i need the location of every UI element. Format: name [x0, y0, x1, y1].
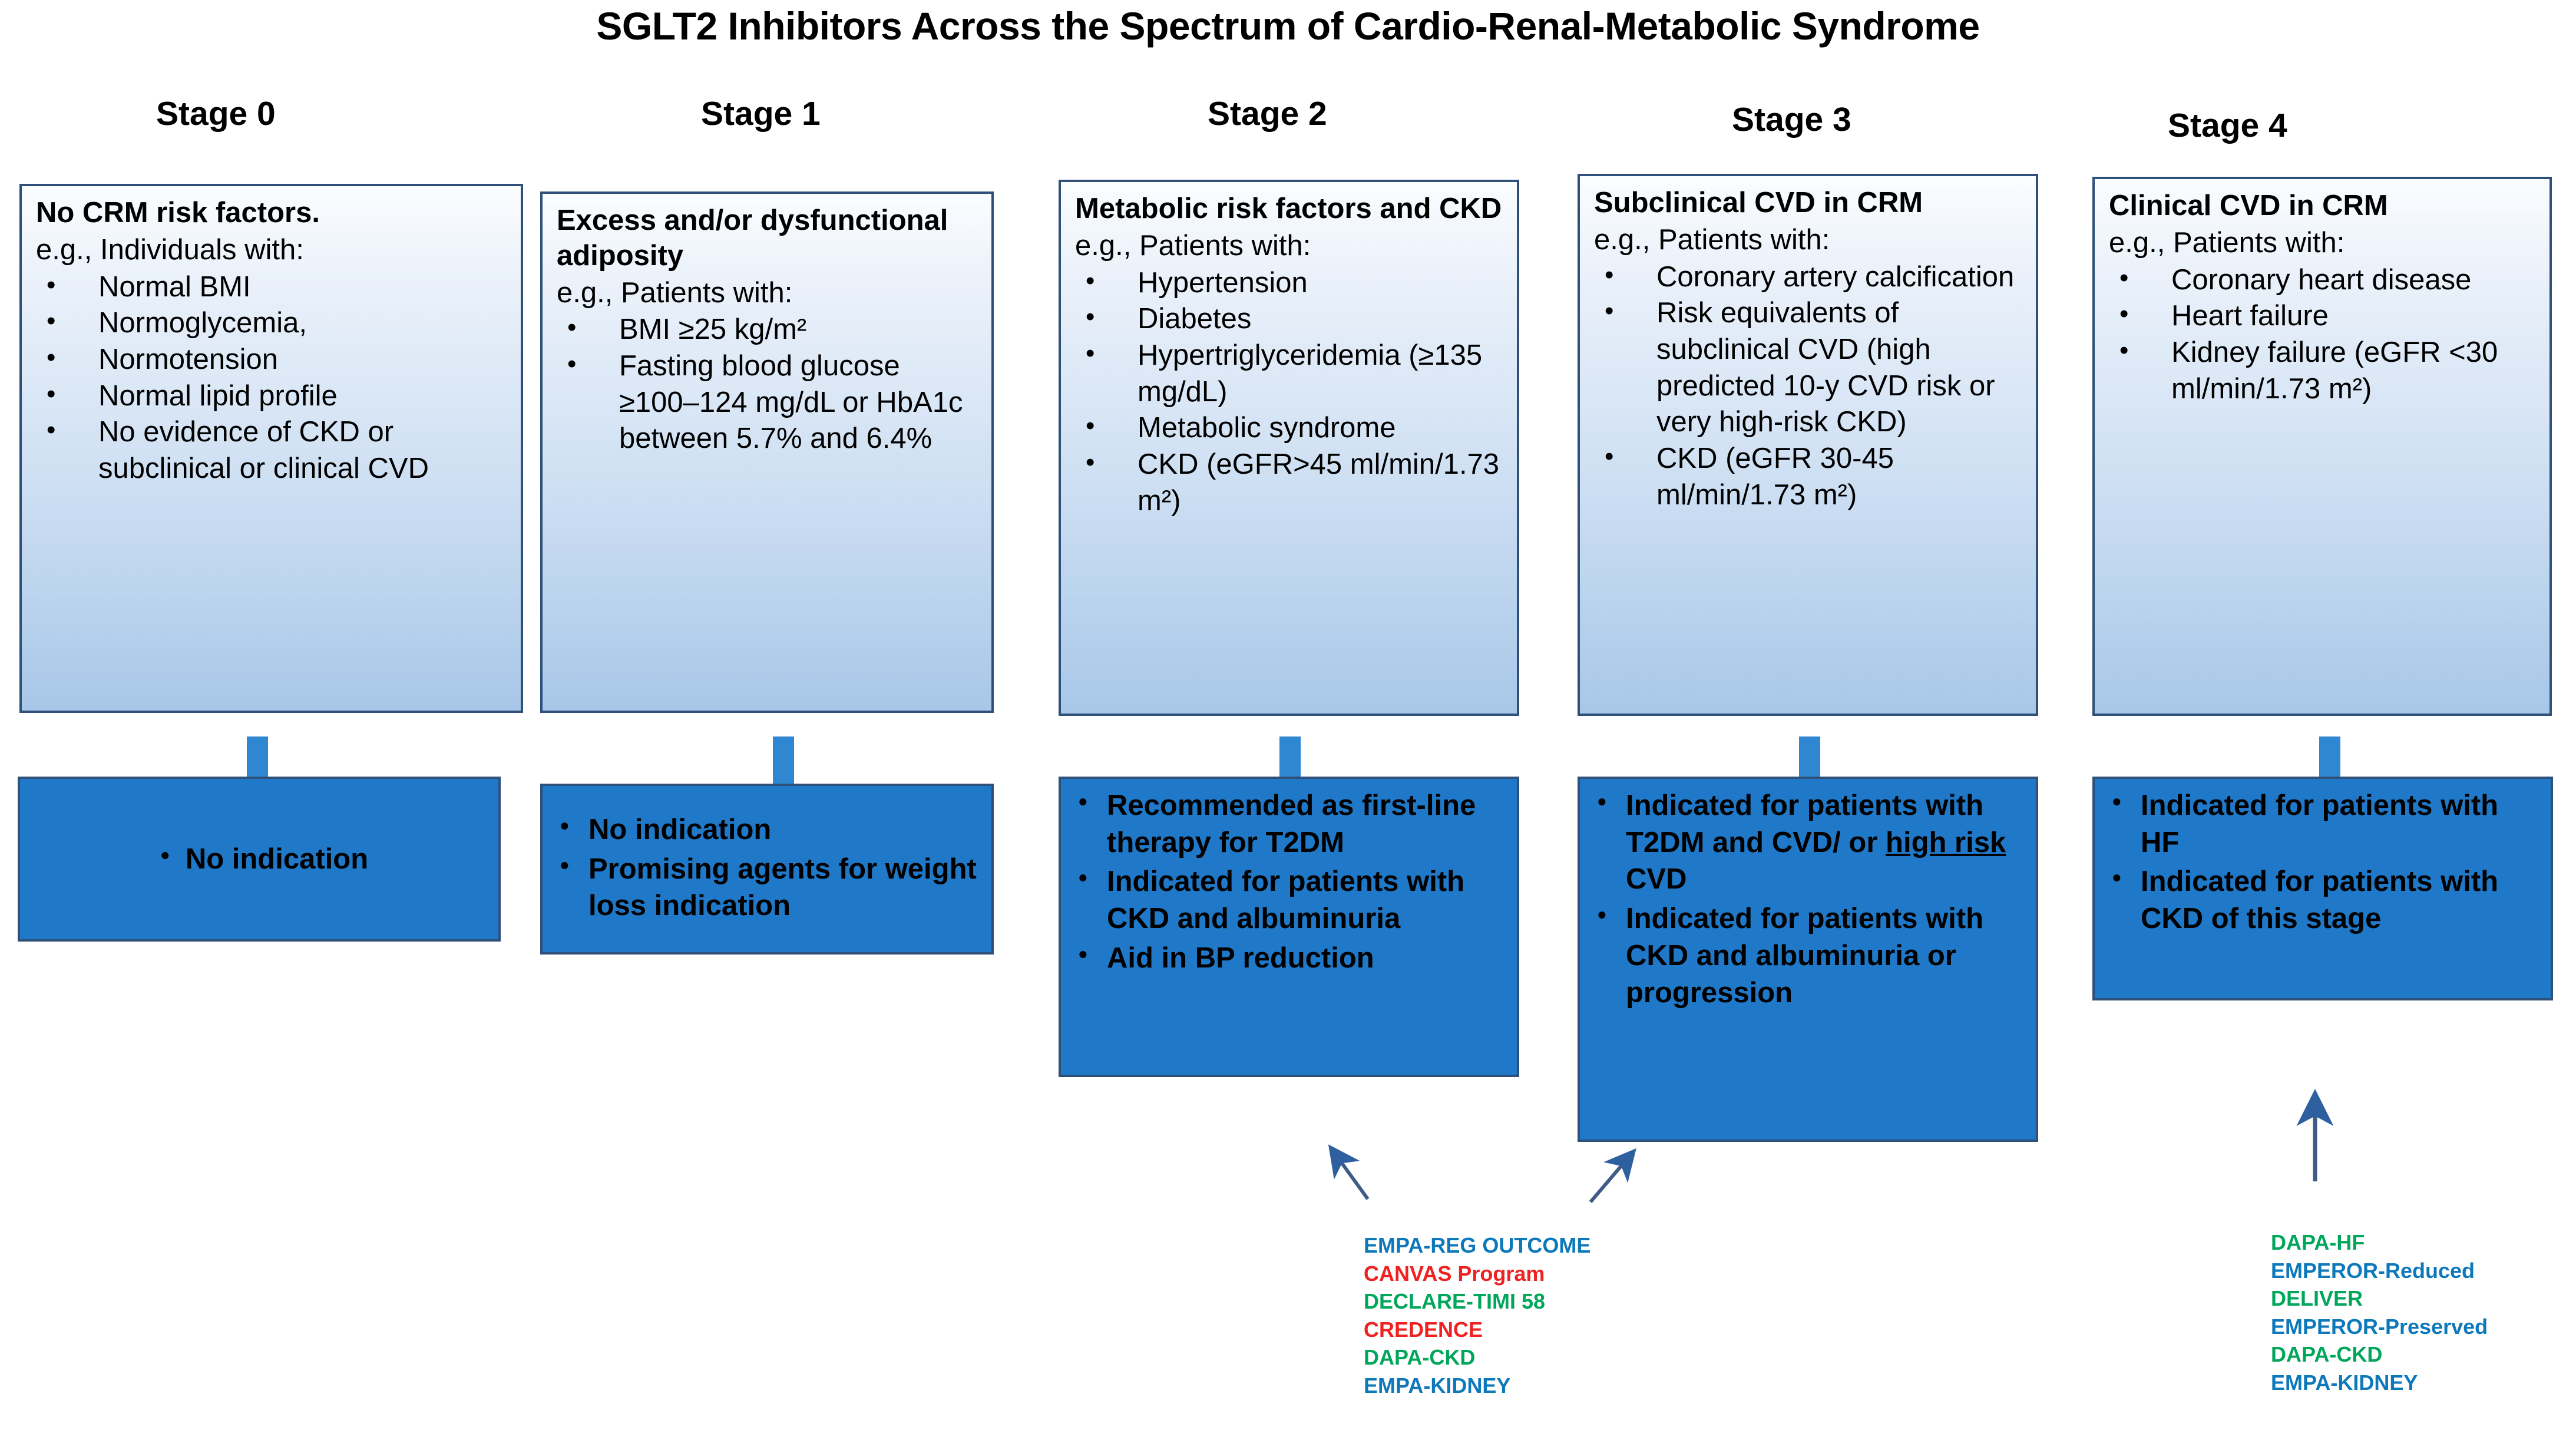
- list-item: Normal lipid profile: [36, 377, 509, 415]
- trial-label: EMPA-REG OUTCOME: [1364, 1233, 1591, 1257]
- trial-list-middle: EMPA-REG OUTCOME CANVAS Program DECLARE-…: [1364, 1231, 1590, 1399]
- trial-label: DECLARE-TIMI 58: [1364, 1289, 1546, 1314]
- criteria-box-stage-0: No CRM risk factors. e.g., Individuals w…: [19, 184, 523, 713]
- page-title: SGLT2 Inhibitors Across the Spectrum of …: [596, 4, 1980, 48]
- indication-list-2: Recommended as first-line therapy for T2…: [1070, 785, 1510, 979]
- list-item: Indicated for patients with HF: [2104, 785, 2544, 861]
- indication-text-prefix: Indicated for patients with T2DM and CVD…: [1626, 790, 2006, 896]
- trial-label: EMPA-KIDNEY: [1364, 1373, 1511, 1398]
- indication-list-3: Indicated for patients with T2DM and CVD…: [1589, 785, 2029, 1013]
- list-item: Indicated for patients with CKD of this …: [2104, 861, 2544, 937]
- list-item: Coronary heart disease: [2109, 261, 2538, 299]
- indication-box-stage-3: Indicated for patients with T2DM and CVD…: [1578, 777, 2038, 1142]
- criteria-eg-2: e.g., Patients with:: [1075, 229, 1311, 262]
- indication-box-stage-4: Indicated for patients with HFIndicated …: [2092, 777, 2553, 1000]
- criteria-eg-3: e.g., Patients with:: [1594, 223, 1830, 256]
- stage-header-1: Stage 1: [701, 95, 821, 133]
- list-item: No indication: [153, 839, 368, 878]
- criteria-title-0: No CRM risk factors.: [36, 197, 320, 229]
- connector-arrow-to-stage-2: [1328, 1144, 1370, 1200]
- criteria-eg-4: e.g., Patients with:: [2109, 226, 2345, 259]
- criteria-list-1: BMI ≥25 kg/m² Fasting blood glucose ≥100…: [557, 311, 980, 457]
- list-item: Hypertension: [1075, 264, 1505, 302]
- list-item: Indicated for patients with CKD and albu…: [1070, 861, 1510, 937]
- trial-label: EMPEROR-Preserved: [2271, 1314, 2488, 1339]
- criteria-title-3: Subclinical CVD in CRM: [1594, 187, 1923, 219]
- underlined-phrase: high risk: [1886, 826, 2006, 858]
- list-item: Metabolic syndrome: [1075, 409, 1505, 447]
- indication-list-1: No indication Promising agents for weigh…: [552, 810, 984, 927]
- criteria-box-stage-1: Excess and/or dysfunctional adiposity e.…: [540, 191, 994, 713]
- stage-header-2: Stage 2: [1208, 95, 1327, 133]
- indication-box-stage-2: Recommended as first-line therapy for T2…: [1059, 777, 1519, 1077]
- trial-list-right: DAPA-HF EMPEROR-Reduced DELIVER EMPEROR-…: [2271, 1228, 2488, 1396]
- criteria-title-2: Metabolic risk factors and CKD: [1075, 193, 1502, 224]
- criteria-title-4: Clinical CVD in CRM: [2109, 190, 2388, 222]
- trial-label: DELIVER: [2271, 1286, 2363, 1311]
- trial-label: CANVAS Program: [1364, 1261, 1545, 1286]
- list-item: Normotension: [36, 341, 509, 378]
- criteria-eg-1: e.g., Patients with:: [557, 276, 793, 309]
- list-item: CKD (eGFR 30-45 ml/min/1.73 m²): [1594, 440, 2024, 513]
- list-item: No indication: [552, 810, 984, 848]
- indication-list-0: No indication: [153, 839, 368, 878]
- trial-label: DAPA-HF: [2271, 1230, 2365, 1254]
- list-item: Fasting blood glucose ≥100–124 mg/dL or …: [557, 347, 980, 457]
- list-item: Normoglycemia,: [36, 304, 509, 342]
- list-item: Coronary artery calcification: [1594, 258, 2024, 296]
- list-item: Indicated for patients with T2DM and CVD…: [1589, 785, 2029, 898]
- list-item: Diabetes: [1075, 300, 1505, 338]
- criteria-list-2: Hypertension Diabetes Hypertriglyceridem…: [1075, 264, 1505, 520]
- list-item: Normal BMI: [36, 268, 509, 306]
- list-item: Recommended as first-line therapy for T2…: [1070, 785, 1510, 861]
- stage-header-3: Stage 3: [1732, 101, 1851, 138]
- trial-label: EMPA-KIDNEY: [2271, 1370, 2418, 1395]
- trial-label: DAPA-CKD: [2271, 1342, 2383, 1367]
- criteria-eg-0: e.g., Individuals with:: [36, 233, 304, 266]
- stage-header-0: Stage 0: [156, 95, 276, 133]
- criteria-list-4: Coronary heart disease Heart failure Kid…: [2109, 261, 2538, 408]
- criteria-box-stage-4: Clinical CVD in CRM e.g., Patients with:…: [2092, 177, 2552, 716]
- trial-label: EMPEROR-Reduced: [2271, 1258, 2475, 1283]
- list-item: Risk equivalents of subclinical CVD (hig…: [1594, 294, 2024, 441]
- list-item: Hypertriglyceridemia (≥135 mg/dL): [1075, 336, 1505, 410]
- criteria-title-1: Excess and/or dysfunctional adiposity: [557, 204, 948, 272]
- list-item: Heart failure: [2109, 297, 2538, 335]
- indication-list-4: Indicated for patients with HFIndicated …: [2104, 785, 2544, 940]
- list-item: Indicated for patients with CKD and albu…: [1589, 899, 2029, 1011]
- list-item: BMI ≥25 kg/m²: [557, 311, 980, 348]
- criteria-box-stage-3: Subclinical CVD in CRM e.g., Patients wi…: [1578, 174, 2038, 716]
- criteria-box-stage-2: Metabolic risk factors and CKD e.g., Pat…: [1059, 180, 1519, 716]
- list-item: Promising agents for weight loss indicat…: [552, 849, 984, 924]
- criteria-list-3: Coronary artery calcification Risk equiv…: [1594, 258, 2024, 514]
- list-item: CKD (eGFR>45 ml/min/1.73 m²): [1075, 445, 1505, 519]
- list-item: No evidence of CKD or subclinical or cli…: [36, 413, 509, 487]
- indication-box-stage-0: No indication: [18, 777, 501, 942]
- trial-label: DAPA-CKD: [1364, 1345, 1476, 1370]
- list-item: Aid in BP reduction: [1070, 938, 1510, 977]
- list-item: Kidney failure (eGFR <30 ml/min/1.73 m²): [2109, 333, 2538, 407]
- stage-header-4: Stage 4: [2168, 107, 2287, 144]
- criteria-list-0: Normal BMI Normoglycemia, Normotension N…: [36, 268, 509, 487]
- indication-box-stage-1: No indication Promising agents for weigh…: [540, 784, 994, 955]
- connector-arrow-to-stage-3: [1589, 1148, 1636, 1203]
- trial-label: CREDENCE: [1364, 1317, 1483, 1342]
